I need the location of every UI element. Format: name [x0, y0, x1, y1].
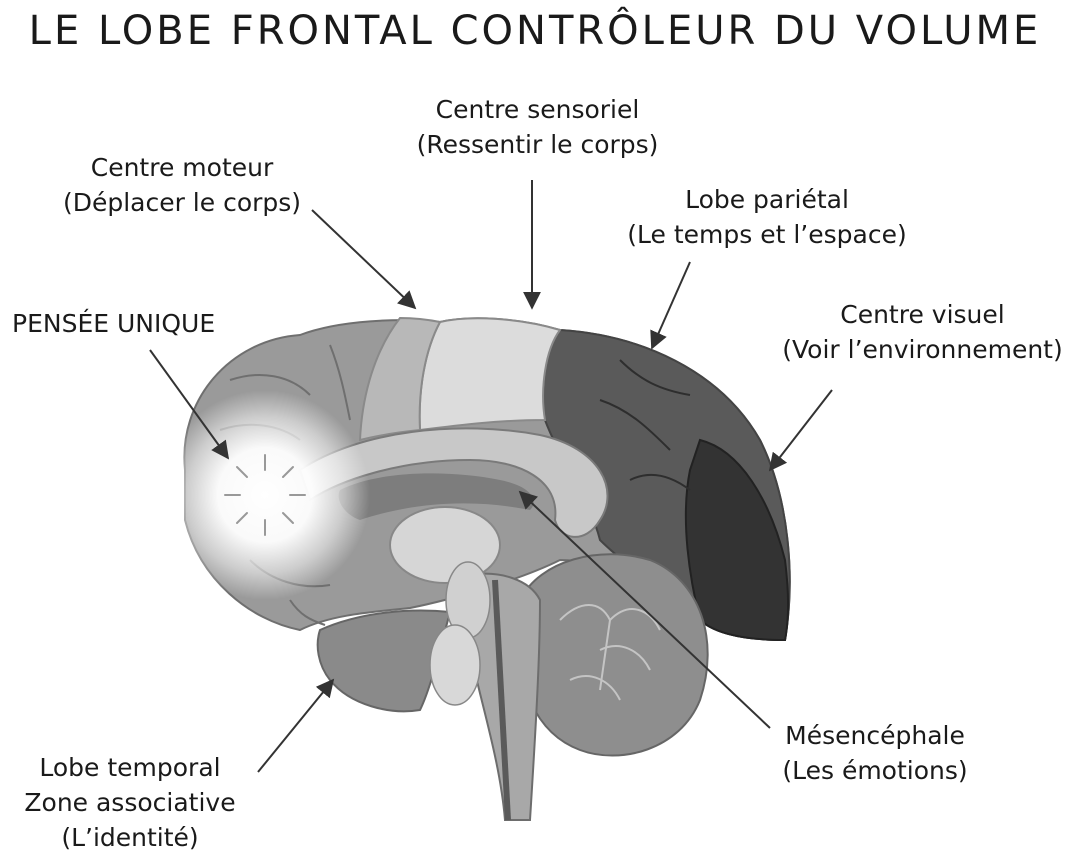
- label-sensory-center: Centre sensoriel (Ressentir le corps): [405, 92, 670, 162]
- label-temporal-lobe: Lobe temporal Zone associative (L’identi…: [10, 750, 250, 855]
- label-midbrain: Mésencéphale (Les émotions): [770, 718, 980, 788]
- label-motor-title: Centre moteur: [52, 150, 312, 185]
- label-temporal-note: (L’identité): [10, 820, 250, 855]
- label-sensory-subtitle: (Ressentir le corps): [405, 127, 670, 162]
- arrow-temporal: [258, 680, 333, 772]
- label-midbrain-subtitle: (Les émotions): [770, 753, 980, 788]
- arrow-visual: [770, 390, 832, 470]
- label-visual-center: Centre visuel (Voir l’environnement): [780, 297, 1065, 367]
- label-sensory-title: Centre sensoriel: [405, 92, 670, 127]
- label-motor-subtitle: (Déplacer le corps): [52, 185, 312, 220]
- label-parietal-subtitle: (Le temps et l’espace): [622, 217, 912, 252]
- label-parietal-lobe: Lobe pariétal (Le temps et l’espace): [622, 182, 912, 252]
- label-visual-subtitle: (Voir l’environnement): [780, 332, 1065, 367]
- label-single-thought: PENSÉE UNIQUE: [12, 306, 215, 341]
- arrow-parietal: [652, 262, 690, 348]
- cerebellum: [518, 554, 708, 755]
- label-temporal-title: Lobe temporal: [10, 750, 250, 785]
- single-thought-glow: [160, 390, 370, 600]
- arrow-motor: [312, 210, 415, 308]
- label-motor-center: Centre moteur (Déplacer le corps): [52, 150, 312, 220]
- sensory-cortex-strip: [420, 318, 560, 430]
- label-parietal-title: Lobe pariétal: [622, 182, 912, 217]
- label-single-thought-title: PENSÉE UNIQUE: [12, 306, 215, 341]
- label-visual-title: Centre visuel: [780, 297, 1065, 332]
- label-midbrain-title: Mésencéphale: [770, 718, 980, 753]
- label-temporal-subtitle: Zone associative: [10, 785, 250, 820]
